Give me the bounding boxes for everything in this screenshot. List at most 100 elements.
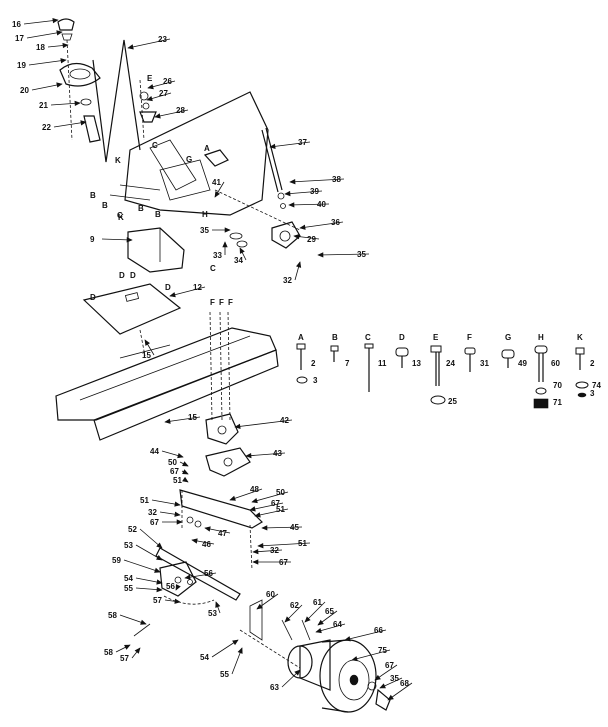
callout-62: 62 xyxy=(284,601,303,623)
leader-line xyxy=(234,419,293,428)
callout-59: 59 xyxy=(112,556,161,573)
callout-number: 19 xyxy=(17,61,26,70)
leader-line xyxy=(123,559,161,573)
callout-9: 9 xyxy=(90,235,133,244)
arrowhead xyxy=(344,636,351,642)
arrowhead xyxy=(317,619,324,626)
callout-34: 34 xyxy=(234,247,247,265)
arrowhead xyxy=(284,190,291,197)
arrowhead xyxy=(52,17,59,24)
callout-35: 35 xyxy=(379,674,403,689)
hardware-letter: B xyxy=(332,333,338,342)
leader-line xyxy=(284,190,323,195)
callout-58: 58 xyxy=(104,644,131,657)
arrowhead xyxy=(251,498,258,504)
callout-12: 12 xyxy=(169,283,206,298)
leader-line xyxy=(289,178,345,183)
bracket xyxy=(127,227,248,273)
arrowhead xyxy=(191,538,198,544)
arrowhead xyxy=(147,84,154,90)
letter-marker-B: B xyxy=(102,201,108,210)
callout-48: 48 xyxy=(229,485,263,501)
callout-number: 15 xyxy=(142,351,151,360)
callout-number: 41 xyxy=(212,178,221,187)
hardware-letter: F xyxy=(467,333,472,342)
callout-number: 60 xyxy=(266,590,275,599)
hardware-letter: K xyxy=(577,333,583,342)
callout-number: 67 xyxy=(279,558,288,567)
callout-42: 42 xyxy=(234,416,293,429)
arrowhead xyxy=(156,542,163,549)
callout-53: 53 xyxy=(208,601,221,618)
arrowhead xyxy=(177,452,184,459)
callout-number: 17 xyxy=(15,34,24,43)
arrowhead xyxy=(174,501,181,507)
arrowhead xyxy=(224,227,231,233)
callout-64: 64 xyxy=(315,620,346,634)
leader-line xyxy=(254,508,289,517)
callout-67: 67 xyxy=(252,558,291,567)
hardware-part-number: 49 xyxy=(518,359,527,368)
callout-55: 55 xyxy=(124,584,163,593)
callout-number: 33 xyxy=(213,251,222,260)
arrowhead xyxy=(222,241,228,248)
callout-number: 53 xyxy=(124,541,133,550)
hardware-key-shapes xyxy=(296,343,589,409)
arrowhead xyxy=(74,100,81,107)
arrowhead xyxy=(379,683,386,689)
hardware-sub-part: 3 xyxy=(313,376,318,385)
arrowhead xyxy=(169,292,176,298)
hardware-part-number: 60 xyxy=(551,359,560,368)
arrowhead xyxy=(164,418,171,424)
letter-marker-B: B xyxy=(138,204,144,213)
callout-number: 75 xyxy=(378,646,387,655)
hardware-sub-part: 25 xyxy=(448,397,457,406)
callout-number: 58 xyxy=(108,611,117,620)
callout-51: 51 xyxy=(257,539,311,549)
callout-54: 54 xyxy=(124,574,163,585)
letter-marker-D: D xyxy=(165,283,171,292)
callout-32: 32 xyxy=(252,546,283,555)
callout-number: 59 xyxy=(112,556,121,565)
callout-number: 29 xyxy=(307,235,316,244)
arrowhead xyxy=(56,30,63,36)
arrowhead xyxy=(254,512,261,518)
callout-21: 21 xyxy=(39,100,81,110)
arrowhead xyxy=(182,469,189,475)
callout-75: 75 xyxy=(351,646,391,662)
hardware-part-number: 11 xyxy=(378,359,387,368)
arrowhead xyxy=(269,143,276,149)
callout-number: 46 xyxy=(202,540,211,549)
arrowhead xyxy=(304,616,311,623)
callout-38: 38 xyxy=(289,175,345,185)
callout-number: 28 xyxy=(176,106,185,115)
callout-number: 67 xyxy=(385,661,394,670)
callout-number: 12 xyxy=(193,283,202,292)
arrowhead xyxy=(127,44,134,50)
shaft-assembly xyxy=(57,18,101,143)
arrowhead xyxy=(60,58,67,64)
callout-65: 65 xyxy=(317,607,338,626)
callout-number: 52 xyxy=(128,525,137,534)
callout-number: 54 xyxy=(124,574,133,583)
letter-marker-B: B xyxy=(155,210,161,219)
leader-line xyxy=(249,502,284,511)
callout-number: 35 xyxy=(200,226,209,235)
arrowhead xyxy=(154,567,161,573)
letter-marker-C: C xyxy=(117,211,123,220)
arrowhead xyxy=(56,82,63,88)
callout-number: 9 xyxy=(90,235,95,244)
leader-line xyxy=(299,221,344,229)
callout-layer: 1617181920212223262728373839403629353533… xyxy=(12,17,413,701)
callout-number: 63 xyxy=(270,683,279,692)
callout-number: 21 xyxy=(39,101,48,110)
frame-rails xyxy=(55,311,279,441)
leader-line xyxy=(169,286,206,297)
callout-51: 51 xyxy=(173,476,189,485)
hardware-letter: C xyxy=(365,333,371,342)
callout-number: 54 xyxy=(200,653,209,662)
callout-number: 55 xyxy=(124,584,133,593)
